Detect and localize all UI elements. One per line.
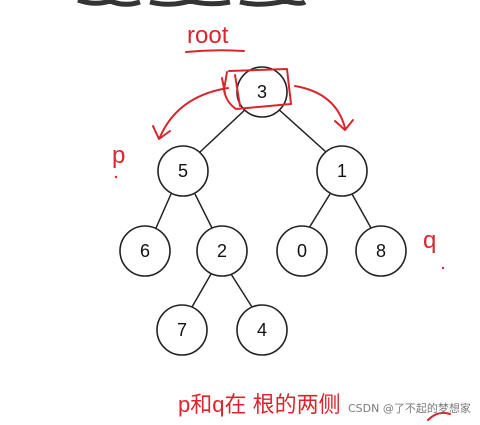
- node-label: 1: [337, 161, 347, 181]
- node-label: 2: [217, 241, 227, 261]
- tree-node-0: 0: [276, 225, 328, 277]
- edge-5-2: [194, 193, 213, 229]
- tree-node-4: 4: [236, 304, 288, 356]
- node-label: 4: [257, 320, 267, 340]
- q-dot: [441, 266, 445, 270]
- tree-node-5: 5: [157, 145, 209, 197]
- edge-2-4: [230, 273, 253, 308]
- tree-node-3: 3: [236, 66, 288, 118]
- p-label: p: [112, 142, 125, 169]
- edge-3-1: [275, 106, 327, 153]
- tree-node-7: 7: [156, 304, 208, 356]
- node-label: 0: [297, 241, 307, 261]
- tree-node-1: 1: [316, 145, 368, 197]
- caption-mark: [427, 411, 451, 421]
- node-label: 6: [140, 241, 150, 261]
- left-arrow: [152, 87, 229, 140]
- tree-edges: [155, 106, 372, 308]
- node-label: 8: [376, 241, 386, 261]
- node-label: 3: [257, 82, 267, 102]
- tree-node-6: 6: [119, 225, 171, 277]
- root-highlight-scribble: [221, 74, 241, 107]
- edge-2-7: [191, 273, 212, 308]
- root-underline: [185, 49, 245, 53]
- top-scrawl: [77, 0, 307, 7]
- caption: p和q在 根的两侧: [178, 392, 341, 417]
- edge-1-0: [308, 193, 331, 229]
- edge-3-5: [199, 106, 249, 153]
- node-label: 7: [177, 320, 187, 340]
- tree-node-8: 8: [355, 225, 407, 277]
- q-label: q: [423, 227, 436, 254]
- right-arrow: [294, 85, 354, 131]
- tree-node-2: 2: [196, 225, 248, 277]
- edge-1-8: [351, 193, 372, 229]
- edge-5-6: [155, 193, 172, 229]
- root-annotation: root: [185, 22, 292, 110]
- p-dot: [114, 175, 118, 179]
- root-label: root: [187, 22, 229, 49]
- watermark: CSDN @了不起的梦想家: [348, 401, 471, 415]
- node-label: 5: [178, 161, 188, 181]
